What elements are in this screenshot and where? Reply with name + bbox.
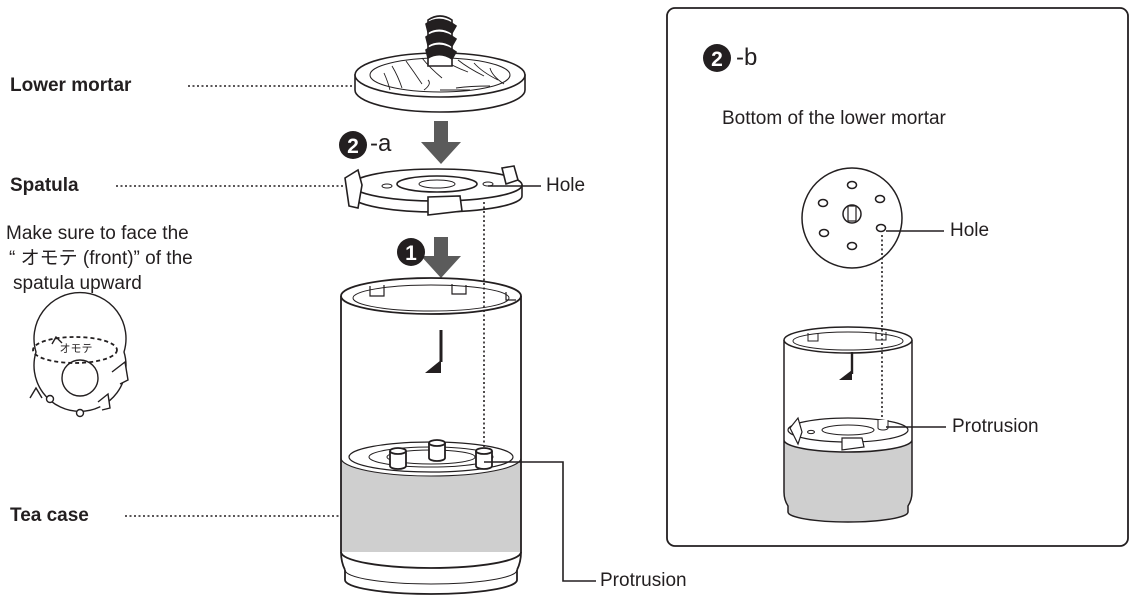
label-spatula: Spatula	[10, 175, 79, 196]
step-2a-number: 2	[347, 135, 359, 158]
spatula-illustration	[344, 165, 523, 216]
leader-lines	[116, 85, 596, 582]
step-2b-text: -b	[736, 44, 758, 71]
note-line-2: “ オモテ (front)” of the	[9, 248, 193, 269]
note-line-1: Make sure to face the	[6, 223, 189, 244]
note-line-3: spatula upward	[13, 273, 142, 294]
arrow-step-1	[397, 237, 461, 278]
step-1-badge	[397, 238, 425, 266]
label-lower-mortar: Lower mortar	[10, 75, 132, 96]
front-mark-detail	[29, 291, 129, 418]
step-2b-number: 2	[711, 48, 723, 71]
label-protrusion: Protrusion	[600, 570, 687, 591]
panel-label-hole: Hole	[950, 220, 990, 241]
mortar-bottom-illustration	[801, 167, 903, 269]
tea-case-illustration	[340, 277, 522, 595]
step-2a-text: -a	[370, 130, 392, 157]
panel-2b-border	[666, 7, 1129, 547]
panel-leader-lines	[881, 230, 946, 428]
label-tea-case: Tea case	[10, 505, 89, 526]
step-2b-badge	[703, 44, 731, 72]
step-2a-badge	[339, 131, 367, 159]
lower-mortar-illustration	[354, 15, 526, 113]
arrow-step-2a	[339, 121, 461, 164]
step-1-number: 1	[405, 242, 417, 265]
panel-title: Bottom of the lower mortar	[722, 108, 946, 129]
front-mark-text: オモテ	[60, 342, 93, 355]
small-tea-case-illustration	[783, 326, 913, 523]
panel-label-protrusion: Protrusion	[952, 416, 1039, 437]
label-hole: Hole	[546, 175, 586, 196]
